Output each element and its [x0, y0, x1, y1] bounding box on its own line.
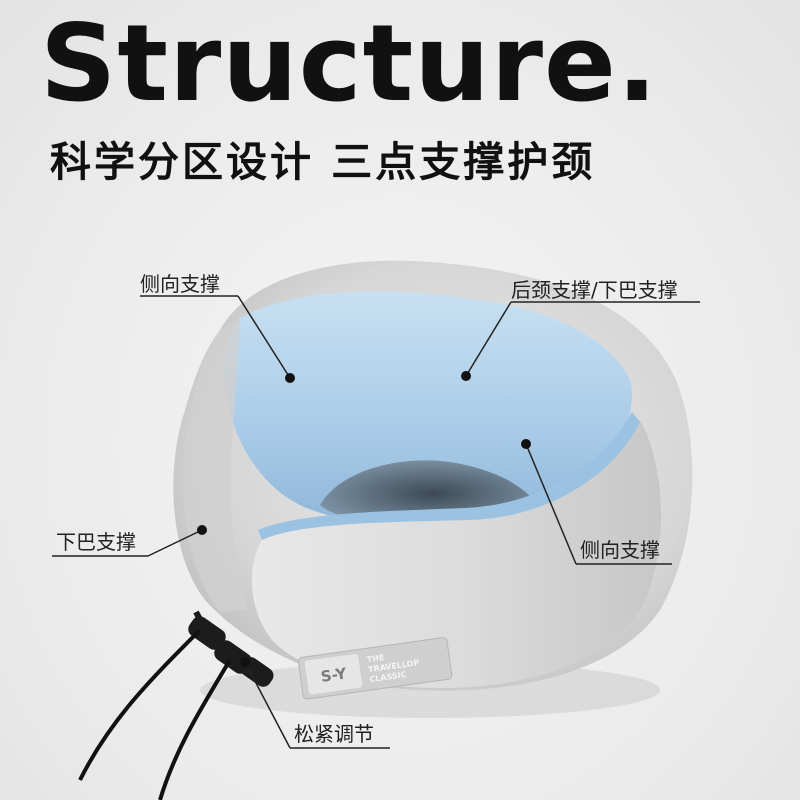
- page-subtitle: 科学分区设计 三点支撑护颈: [50, 138, 596, 186]
- tag-line-1: THE: [366, 653, 385, 664]
- brand-tag: S-Y THE TRAVELLOP CLASSIC: [297, 637, 453, 700]
- pillow-front-arm: [251, 420, 661, 689]
- callout-chin-pointer: [52, 525, 207, 557]
- tag-brand: S-Y: [320, 664, 349, 686]
- callout-tightness-adjust: 松紧调节: [294, 722, 374, 746]
- callout-side-support-left: 侧向支撑: [140, 272, 220, 296]
- callout-chin-support: 下巴支撑: [56, 530, 136, 554]
- callout-side-left-pointer: [140, 295, 295, 383]
- pillow-left-side: [182, 318, 248, 612]
- callout-side-right-pointer: [521, 439, 672, 565]
- pillow-inner-cushion: [225, 291, 632, 525]
- pillow-blue-edge: [258, 412, 640, 540]
- callout-back-neck-pointer: [461, 301, 700, 381]
- page-title: Structure.: [40, 2, 659, 125]
- callout-side-support-right: 侧向支撑: [580, 538, 660, 562]
- callout-back-neck-chin-support: 后颈支撑/下巴支撑: [511, 278, 678, 302]
- callout-adjust-pointer: [240, 657, 390, 749]
- drawstring-toggle: [78, 610, 274, 800]
